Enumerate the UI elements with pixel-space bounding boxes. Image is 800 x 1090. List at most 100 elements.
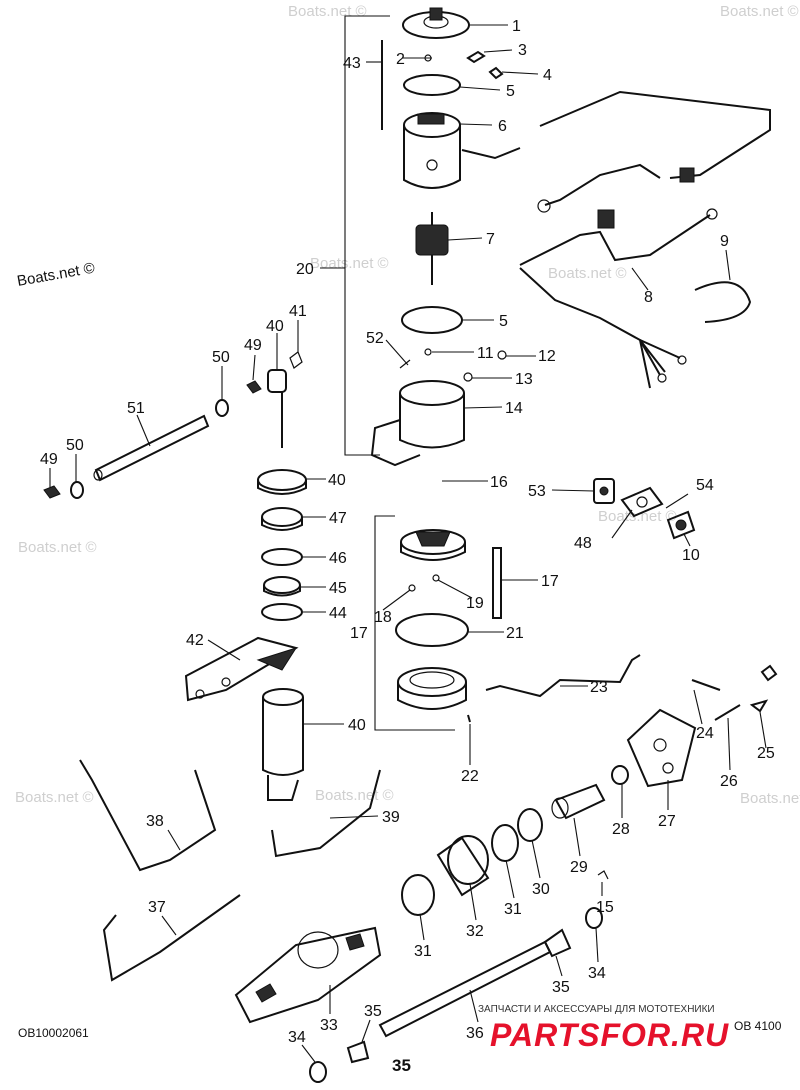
tube-39 (271, 769, 381, 858)
ball-19 (432, 574, 440, 582)
cable-6 (461, 90, 771, 213)
page-number: 35 (392, 1056, 411, 1075)
callout-number: 26 (720, 773, 738, 790)
washer-50 (70, 481, 84, 499)
pin-15 (597, 870, 609, 880)
callout-number: 2 (396, 51, 405, 68)
switch-53 (593, 478, 615, 504)
o-ring-21 (395, 613, 469, 647)
fitting-35 (346, 1040, 370, 1064)
callout-number: 53 (528, 483, 546, 500)
callout-number: 49 (40, 451, 58, 468)
cylinder-32 (436, 835, 490, 897)
callout-number: 13 (515, 371, 533, 388)
valve-strip-17 (492, 547, 502, 619)
tube-23 (485, 654, 641, 698)
shaft-36 (378, 940, 552, 1038)
document-code: OB 4100 (734, 1019, 782, 1033)
pump-base (397, 667, 467, 710)
seal-30 (517, 808, 543, 842)
watermark: Boats.net © (548, 265, 627, 282)
callout-number: 45 (329, 580, 347, 597)
tube-38 (79, 759, 217, 872)
armature (415, 212, 449, 285)
callout-number: 34 (288, 1029, 306, 1046)
callout-number: 6 (498, 118, 507, 135)
callout-number: 52 (366, 330, 384, 347)
callout-number: 23 (590, 679, 608, 696)
callout-number: 36 (466, 1025, 484, 1042)
o-ring-31 (491, 824, 519, 862)
callout-number: 8 (644, 289, 653, 306)
leader-lines (49, 24, 767, 1063)
fitting (760, 664, 778, 682)
watermark: Boats.net © (288, 3, 367, 20)
shaft-51 (93, 414, 210, 482)
nut (497, 350, 507, 360)
callout-number: 35 (552, 979, 570, 996)
callout-number: 32 (466, 923, 484, 940)
seal-34 (309, 1061, 327, 1083)
callout-number: 38 (146, 813, 164, 830)
callout-number: 28 (612, 821, 630, 838)
callout-number: 44 (329, 605, 347, 622)
nut (488, 66, 504, 80)
watermark: Boats.net © (315, 787, 394, 804)
bolt-24 (691, 679, 721, 691)
washer-50 (215, 399, 229, 417)
callout-number: 31 (414, 943, 432, 960)
wiring-harness-8 (519, 208, 718, 389)
callout-number: 24 (696, 725, 714, 742)
callout-number: 30 (532, 881, 550, 898)
callout-number: 40 (328, 472, 346, 489)
cap-10 (666, 510, 696, 540)
callout-number: 42 (186, 632, 204, 649)
callout-number: 50 (66, 437, 84, 454)
callout-number: 17 (541, 573, 559, 590)
watermark: Boats.net © (18, 539, 97, 556)
callout-number: 43 (343, 55, 361, 72)
group-brackets (320, 15, 455, 731)
callout-number: 47 (329, 510, 347, 527)
callout-number: 18 (374, 609, 392, 626)
callout-number: 54 (696, 477, 714, 494)
callout-number: 31 (504, 901, 522, 918)
starter-end-cap (402, 7, 470, 39)
retaining-clip-9 (694, 281, 752, 323)
callout-number: 5 (506, 83, 515, 100)
callout-number: 48 (574, 535, 592, 552)
drive-end-housing (370, 359, 465, 467)
watermarks: Boats.net © Boats.net © Boats.net © Boat… (15, 3, 800, 807)
pump-body-27 (626, 708, 697, 788)
callout-number: 4 (543, 67, 552, 84)
piston-29 (551, 783, 606, 820)
seal-34 (585, 907, 603, 929)
reservoir-40 (262, 688, 304, 801)
ball-18 (408, 584, 416, 592)
callout-number: 1 (512, 18, 521, 35)
callout-number: 20 (296, 261, 314, 278)
washer (424, 348, 432, 356)
nut (463, 372, 473, 382)
callout-number: 35 (364, 1003, 382, 1020)
plate-48 (620, 486, 664, 518)
callout-number: 34 (588, 965, 606, 982)
callout-number: 19 (466, 595, 484, 612)
o-ring (403, 74, 461, 96)
callout-number: 9 (720, 233, 729, 250)
o-ring-31 (401, 874, 435, 916)
advertiser-tagline: ЗАПЧАСТИ И АКСЕССУАРЫ ДЛЯ МОТОТЕХНИКИ (478, 1004, 715, 1015)
fitting-25 (749, 699, 769, 713)
callout-number: 3 (518, 42, 527, 59)
callout-number: 51 (127, 400, 145, 417)
o-ring (401, 306, 463, 334)
lever-40-41 (267, 351, 303, 448)
o-ring-44 (261, 603, 303, 621)
callout-number: 21 (506, 625, 524, 642)
callout-number: 16 (490, 474, 508, 491)
advertiser-logo-text: PARTSFOR.RU (490, 1017, 729, 1053)
watermark: Boats.net © (310, 255, 389, 272)
callout-number: 11 (477, 345, 494, 362)
callout-number: 46 (329, 550, 347, 567)
